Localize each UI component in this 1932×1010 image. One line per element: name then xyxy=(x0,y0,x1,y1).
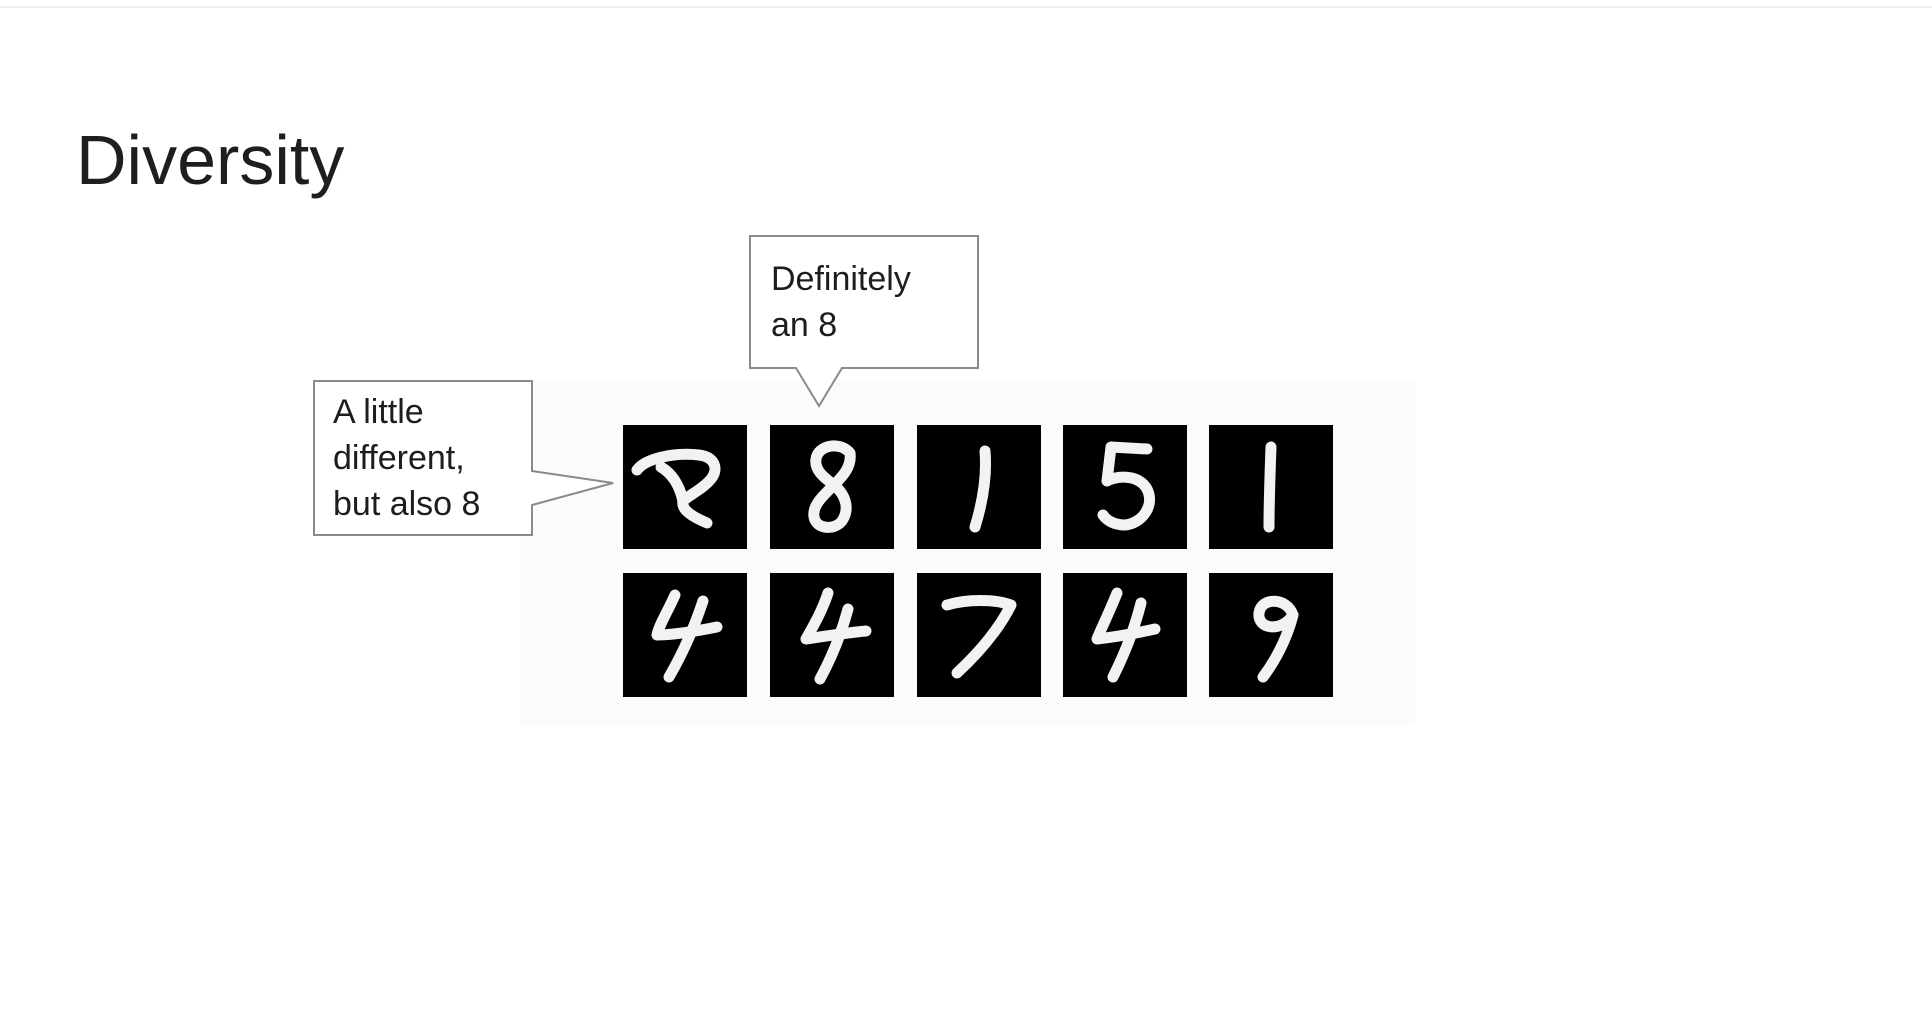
digit-tile-r1c1: 8 xyxy=(623,425,747,549)
digit-tile-r1c4: 5 xyxy=(1063,425,1187,549)
digit-glyph xyxy=(969,445,991,533)
digit-tile-r2c4: 4 xyxy=(1063,573,1187,697)
digit-tile-r2c2: 4 xyxy=(770,573,894,697)
digit-tile-r2c5: 9 xyxy=(1209,573,1333,697)
digit-glyph xyxy=(1263,441,1277,533)
digit-glyph xyxy=(651,589,723,683)
digit-glyph xyxy=(631,448,721,529)
digit-tile-r1c5: 1 xyxy=(1209,425,1333,549)
callout-definitely-an-8: Definitely an 8 xyxy=(748,234,980,410)
digit-glyph xyxy=(800,587,872,685)
callout-text: A little different, but also 8 xyxy=(333,393,481,523)
digit-glyph xyxy=(941,595,1017,679)
digit-tile-r2c3: 7 xyxy=(917,573,1041,697)
digit-glyph xyxy=(1091,587,1161,683)
digit-tile-r1c3: 1 xyxy=(917,425,1041,549)
slide-title: Diversity xyxy=(76,121,345,199)
digit-tile-r2c1: 4 xyxy=(623,573,747,697)
top-border xyxy=(0,6,1932,8)
digit-glyph xyxy=(1253,595,1299,683)
digit-glyph xyxy=(808,440,856,533)
callout-a-little-different: A little different, but also 8 xyxy=(312,379,617,537)
callout-text: Definitely an 8 xyxy=(771,260,911,344)
callout-bubble-shape xyxy=(749,235,979,408)
callout-bubble-shape xyxy=(313,380,614,536)
digit-tile-r1c2: 8 xyxy=(770,425,894,549)
digit-glyph xyxy=(1097,441,1155,531)
